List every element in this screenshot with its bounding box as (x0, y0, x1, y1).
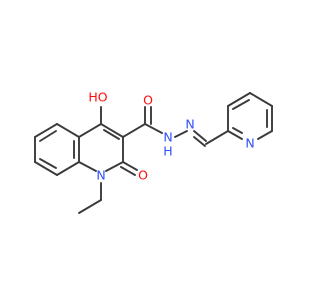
bond (227, 130, 243, 140)
bond (122, 161, 138, 171)
amide-oxygen-label: O (143, 93, 153, 108)
bond (205, 130, 229, 145)
ring-oxygen-label: O (138, 168, 148, 183)
bond (193, 130, 207, 142)
imine-nitrogen-label: N (185, 117, 194, 132)
bond-inner (103, 129, 120, 140)
bond (227, 92, 251, 107)
bond (56, 161, 80, 176)
bond (144, 123, 163, 134)
bond-inner (39, 130, 57, 142)
bond (34, 161, 58, 176)
bond (34, 123, 58, 138)
bond (174, 130, 188, 138)
bond (78, 199, 102, 214)
bond (120, 166, 136, 176)
bond-inner (39, 158, 57, 169)
amide-hydrogen-label: H (163, 144, 172, 159)
bond-lines (34, 92, 273, 214)
pyridine-nitrogen-label: N (245, 136, 254, 151)
atom-labels: HO O O N N H N N (88, 90, 254, 183)
bond-inner (232, 99, 250, 110)
bond (249, 92, 273, 107)
bond (105, 161, 124, 172)
bond (257, 130, 273, 140)
bond-inner (232, 127, 243, 134)
molecule-structure-diagram: HO O O N N H N N (34, 90, 273, 214)
bond (56, 123, 80, 138)
bond (78, 161, 97, 172)
bond (100, 123, 124, 138)
bond (122, 123, 146, 138)
bond (78, 123, 102, 138)
bond (193, 136, 206, 147)
ring-nitrogen-label: N (96, 168, 105, 183)
hydroxyl-label: HO (88, 90, 107, 105)
amide-nitrogen-label: N (163, 130, 172, 145)
